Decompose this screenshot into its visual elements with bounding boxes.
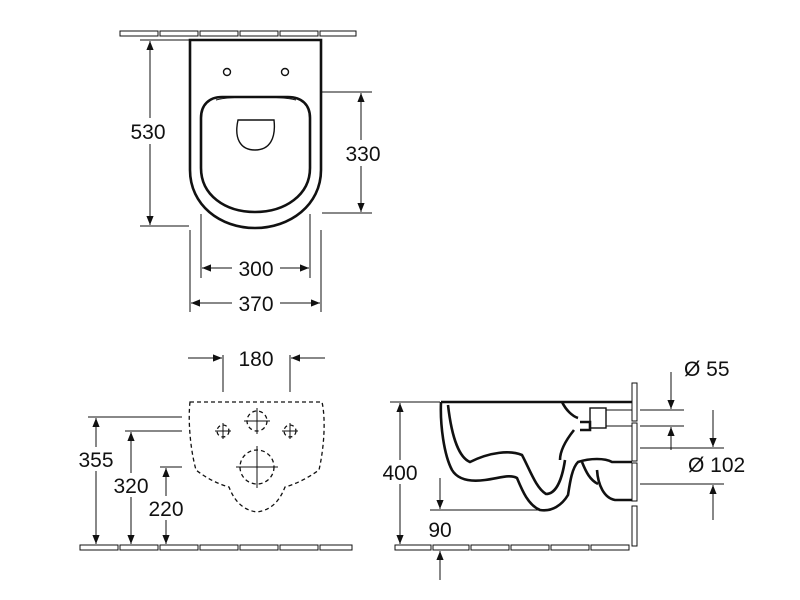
side-view: 400 90 Ø 55 Ø 102 bbox=[378, 358, 745, 580]
floor-bar-front bbox=[79, 544, 353, 551]
dim-label-90: 90 bbox=[428, 519, 451, 542]
top-view: 530 330 300 370 bbox=[119, 30, 384, 316]
bowl-outline-front bbox=[188, 401, 325, 513]
fixing-point-right bbox=[282, 423, 298, 439]
dim-label-300: 300 bbox=[238, 258, 273, 281]
water-inlet bbox=[244, 408, 270, 434]
dim-label-220: 220 bbox=[148, 498, 183, 521]
dim-label-180: 180 bbox=[238, 348, 273, 371]
dim-label-370: 370 bbox=[238, 293, 273, 316]
dim-label-355: 355 bbox=[78, 449, 113, 472]
dim-label-diameter-55: Ø 55 bbox=[684, 358, 730, 381]
fixing-point-left bbox=[215, 423, 231, 439]
fixing-hole-right bbox=[280, 67, 290, 77]
seat-opening bbox=[199, 95, 312, 214]
dim-label-400: 400 bbox=[382, 462, 417, 485]
floor-bar-side bbox=[394, 544, 630, 551]
inlet-connector bbox=[580, 407, 632, 432]
front-view: 180 355 320 220 bbox=[72, 348, 353, 551]
bowl-outline-side bbox=[439, 400, 632, 512]
wall-bar-top bbox=[119, 30, 357, 37]
dim-label-320: 320 bbox=[113, 475, 148, 498]
flush-opening bbox=[236, 119, 276, 151]
dim-label-330: 330 bbox=[345, 143, 380, 166]
bowl-outline-top bbox=[188, 38, 323, 230]
wall-bar-side bbox=[631, 382, 638, 547]
dim-label-530: 530 bbox=[130, 121, 165, 144]
fixing-hole-left bbox=[222, 67, 232, 77]
dim-label-diameter-102: Ø 102 bbox=[688, 454, 745, 477]
waste-outlet bbox=[236, 446, 278, 488]
